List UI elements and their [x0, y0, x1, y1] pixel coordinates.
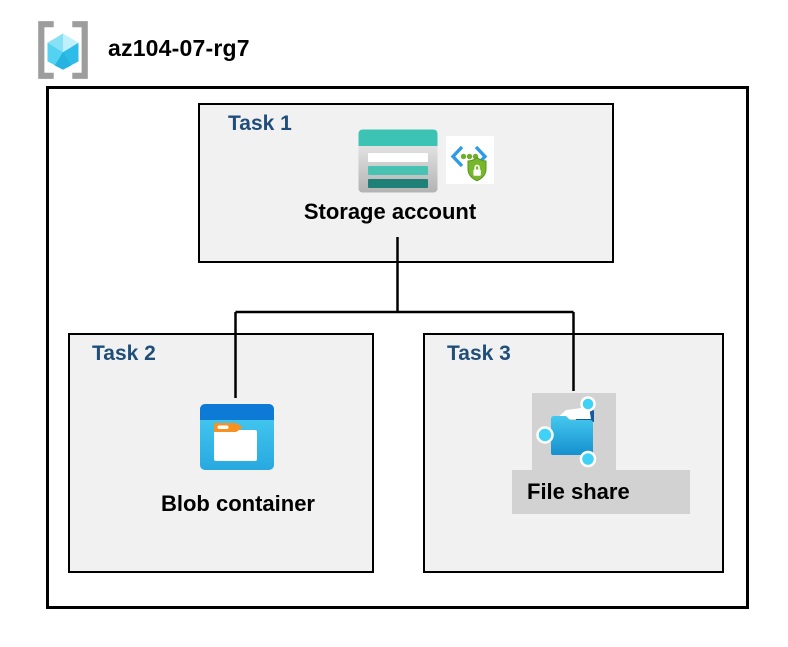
shared-access-signature-icon	[446, 136, 494, 184]
storage-account-label: Storage account	[303, 199, 477, 224]
blob-container-label: Blob container	[160, 491, 315, 516]
task3-label: Task 3	[447, 342, 511, 365]
file-share-icon	[536, 396, 597, 468]
file-share-icon-highlight	[532, 393, 616, 470]
resource-group-title: az104-07-rg7	[108, 35, 250, 61]
task2-label: Task 2	[92, 342, 156, 365]
task1-box: Task 1 Storage account	[198, 103, 614, 263]
resource-group-icon	[38, 21, 88, 79]
task1-label: Task 1	[228, 112, 292, 135]
storage-account-icon	[358, 129, 438, 193]
task3-box: Task 3 File share	[423, 333, 724, 573]
task2-box: Task 2 Blob container	[68, 333, 374, 573]
blob-container-icon	[200, 404, 274, 470]
file-share-label: File share	[512, 470, 690, 514]
